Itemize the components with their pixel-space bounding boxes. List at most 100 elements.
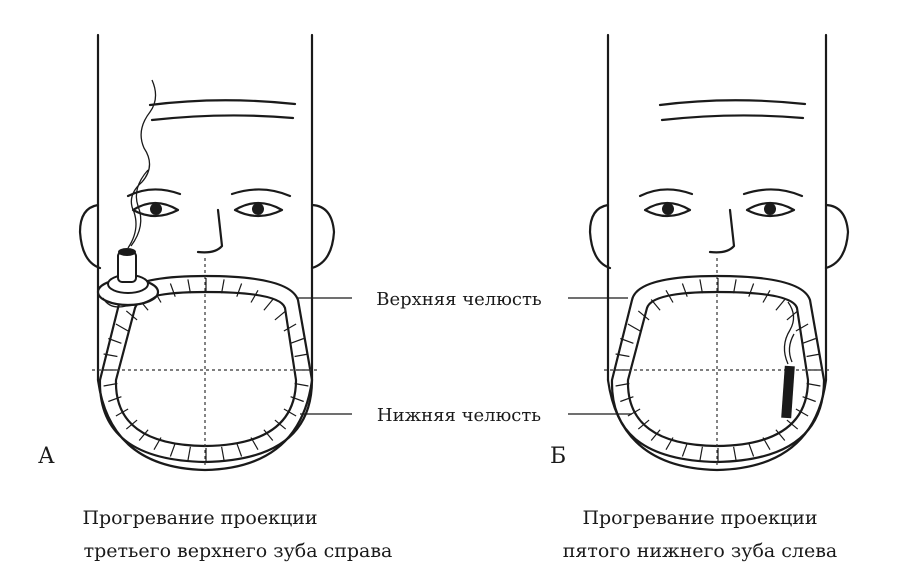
face-a-ear-right — [78, 203, 102, 270]
tooth-divider — [169, 443, 176, 457]
tooth-divider — [786, 310, 799, 321]
tooth-divider — [795, 408, 809, 417]
tooth-divider — [806, 353, 821, 358]
tooth-divider — [138, 429, 149, 441]
face-b-ear-left — [824, 203, 850, 270]
tooth-divider — [665, 290, 674, 303]
face-b — [588, 33, 850, 472]
tooth-divider — [125, 310, 138, 321]
face-a-nose — [196, 208, 224, 254]
panel-a-caption-line1: Прогревание проекции — [82, 507, 317, 529]
tooth-divider — [125, 419, 138, 430]
tooth-divider — [294, 382, 309, 387]
face-b-eye-left — [745, 201, 796, 218]
tooth-divider — [283, 408, 297, 417]
tooth-divider — [681, 443, 688, 457]
tooth-divider — [748, 283, 755, 297]
mouth-b — [604, 258, 830, 468]
tooth-divider — [699, 279, 703, 294]
tooth-divider — [795, 323, 809, 332]
panel-b: Б Прогревание проекции пятого нижнего зу… — [550, 33, 850, 562]
face-a — [78, 33, 336, 472]
face-b-eyebrow-left — [742, 188, 804, 198]
tooth-divider — [615, 382, 630, 387]
tooth-divider — [637, 310, 650, 321]
tooth-divider — [802, 396, 816, 403]
panel-b-caption-line1: Прогревание проекции — [582, 507, 817, 529]
face-b-nose — [708, 208, 736, 254]
smoke-a — [127, 79, 157, 249]
tooth-divider — [775, 299, 786, 311]
face-a-ear-left — [310, 203, 336, 270]
tooth-divider — [681, 283, 688, 297]
mouth-a — [92, 258, 318, 468]
face-a-chin — [96, 378, 314, 472]
tooth-divider — [294, 353, 309, 358]
tooth-divider — [169, 283, 176, 297]
tooth-divider — [733, 279, 737, 294]
heating-device-a-cylinder — [117, 251, 137, 283]
panel-b-letter: Б — [550, 444, 566, 469]
heating-device-a-tip — [118, 248, 136, 256]
mouth-a-outer-arch — [98, 274, 314, 464]
face-b-eyebrow-right — [638, 188, 694, 198]
jaw-labels: Верхняя челюсть Нижняя челюсть — [298, 289, 632, 426]
tooth-divider — [650, 429, 661, 441]
tooth-divider — [187, 446, 191, 461]
tooth-divider — [153, 437, 162, 450]
face-a-pupil-right — [150, 203, 162, 215]
face-b-ear-right — [588, 203, 612, 270]
heating-device-b — [781, 365, 795, 419]
tooth-divider — [221, 446, 225, 461]
mouth-a-inner-arch — [114, 290, 298, 448]
tooth-divider — [263, 429, 274, 441]
tooth-divider — [115, 323, 129, 332]
tooth-divider — [615, 353, 630, 358]
tooth-divider — [802, 337, 816, 344]
tooth-divider — [620, 337, 634, 344]
smoke-b-wisp — [788, 333, 795, 363]
tooth-divider — [650, 299, 661, 311]
panel-a-letter: А — [38, 444, 55, 469]
tooth-divider — [283, 323, 297, 332]
tooth-divider — [263, 299, 274, 311]
face-b-pupil-right — [662, 203, 674, 215]
face-a-eyebrow-left — [230, 188, 292, 198]
face-a-eye-right — [131, 201, 180, 218]
smoke-a-wisp — [130, 169, 149, 247]
heating-device-a-shadow — [102, 295, 157, 308]
panel-a-caption-line2: третьего верхнего зуба справа — [84, 540, 393, 562]
tooth-divider — [115, 408, 129, 417]
tooth-divider — [806, 382, 821, 387]
tooth-divider — [221, 279, 225, 294]
tooth-divider — [187, 279, 191, 294]
tooth-divider — [762, 290, 771, 303]
heating-device-a — [96, 248, 160, 308]
tooth-divider — [274, 310, 287, 321]
mouth-b-outer-arch — [610, 274, 826, 464]
tooth-divider — [786, 419, 799, 430]
face-b-pupil-left — [764, 203, 776, 215]
tooth-divider — [108, 396, 122, 403]
tooth-divider — [290, 337, 304, 344]
tooth-divider — [699, 446, 703, 461]
smoke-b — [783, 301, 795, 365]
tooth-divider — [250, 290, 259, 303]
tooth-divider — [620, 396, 634, 403]
tooth-divider — [627, 323, 641, 332]
tooth-divider — [236, 443, 243, 457]
face-b-eye-right — [643, 201, 692, 218]
mouth-b-inner-arch — [626, 290, 810, 448]
tooth-divider — [762, 437, 771, 450]
tooth-divider — [274, 419, 287, 430]
upper-jaw-label: Верхняя челюсть — [376, 289, 542, 310]
tooth-divider — [627, 408, 641, 417]
tooth-divider — [637, 419, 650, 430]
face-b-forehead-line — [658, 99, 807, 122]
tooth-divider — [733, 446, 737, 461]
panel-a: А Прогревание проекции третьего верхнего… — [38, 33, 393, 562]
tooth-divider — [236, 283, 243, 297]
face-a-pupil-left — [252, 203, 264, 215]
tooth-divider — [103, 382, 118, 387]
